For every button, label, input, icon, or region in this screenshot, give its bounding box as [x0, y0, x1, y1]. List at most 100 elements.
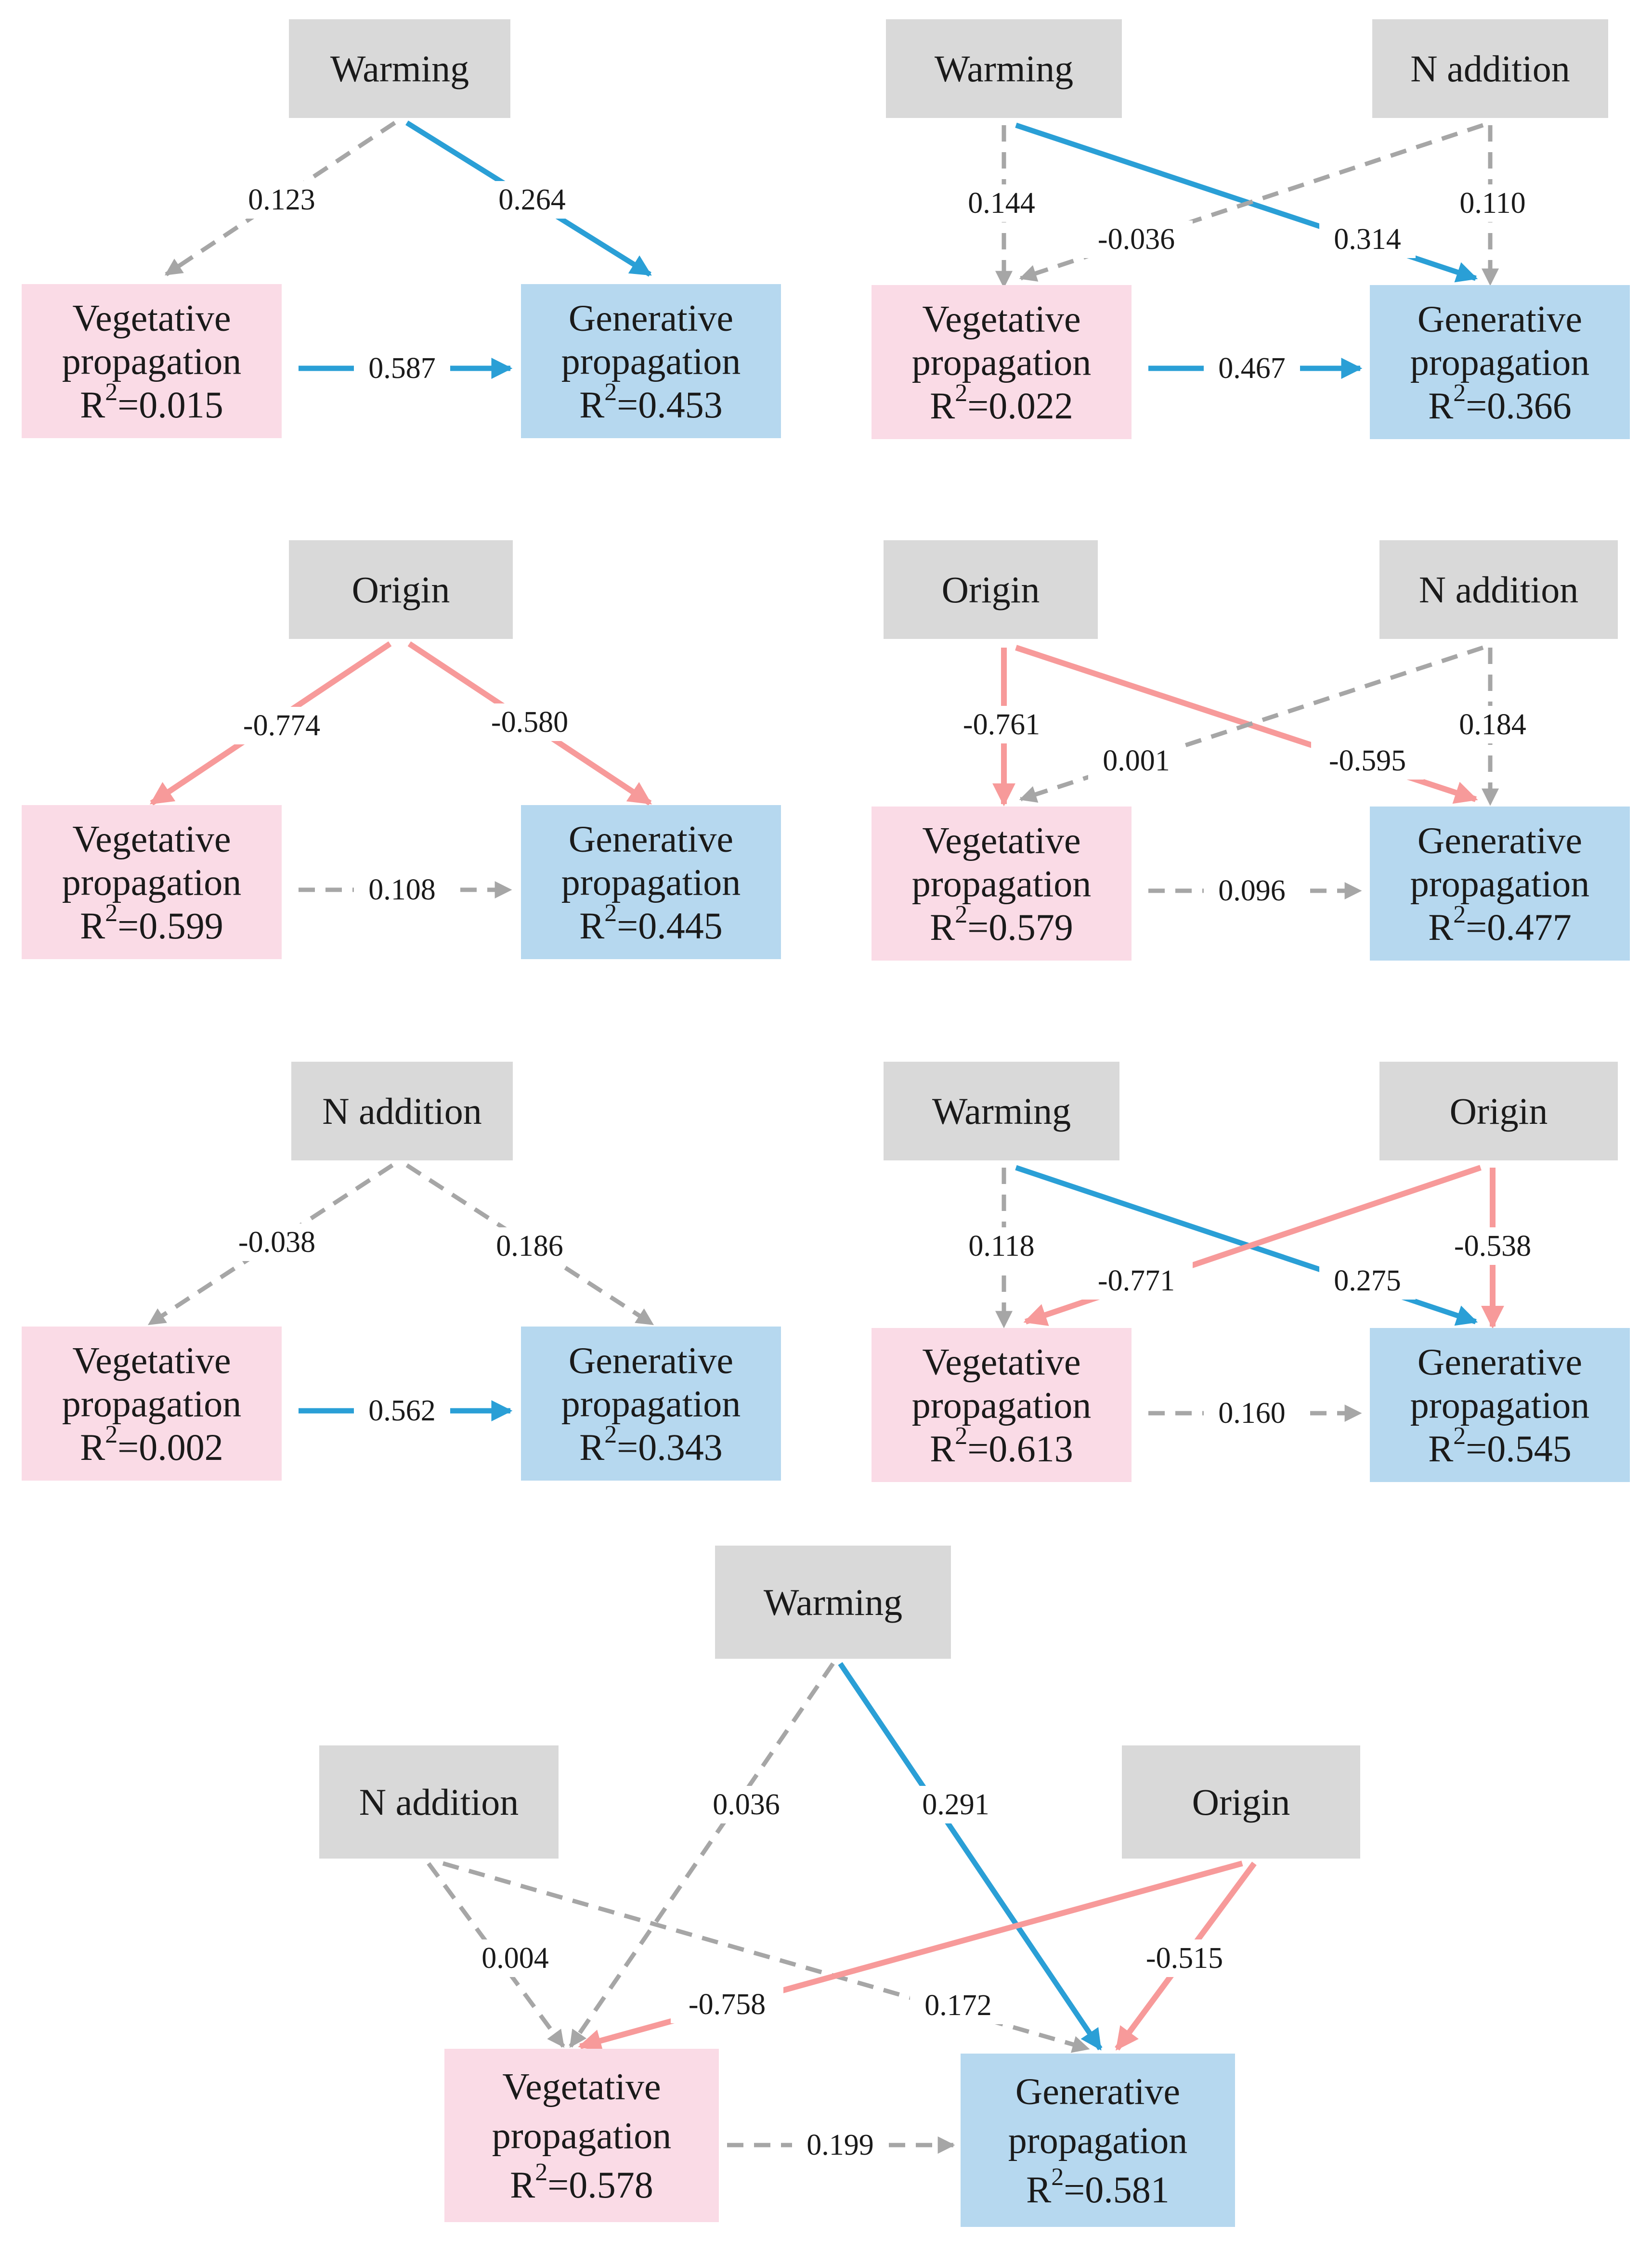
warming-node: Warming — [884, 1062, 1119, 1160]
coefficient-label-background — [484, 181, 580, 219]
n-addition-node: N addition — [1379, 540, 1618, 639]
r-squared-value: R2=0.453 — [579, 378, 723, 426]
node-subtitle: propagation — [62, 1383, 242, 1425]
coefficient-label-background — [1204, 872, 1300, 910]
coefficient-label-background — [908, 1786, 1004, 1823]
origin-node: Origin — [884, 540, 1098, 639]
node-title: Generative — [569, 297, 733, 339]
node-title: Vegetative — [72, 297, 231, 339]
r-squared-value: R2=0.445 — [579, 899, 723, 947]
path-coefficient: 0.036 — [713, 1788, 780, 1821]
node-subtitle: propagation — [1410, 863, 1590, 905]
warming-node: Warming — [715, 1546, 951, 1659]
path-coefficient: -0.758 — [689, 1988, 766, 2021]
coefficient-label-background — [953, 1227, 1050, 1265]
coefficient-label-background — [221, 1223, 333, 1261]
node-box — [1372, 19, 1608, 118]
node-title: Vegetative — [72, 1340, 231, 1381]
coefficient-label-background — [467, 1939, 563, 1977]
driver-label: Origin — [942, 569, 1040, 611]
node-box — [22, 805, 282, 959]
node-box — [1379, 540, 1618, 639]
r-squared-value: R2=0.578 — [510, 2159, 653, 2206]
n-addition-node: N addition — [1372, 19, 1608, 118]
path-coefficient: 0.184 — [1459, 708, 1526, 741]
path-coefficient: 0.275 — [1334, 1264, 1401, 1297]
node-subtitle: propagation — [492, 2115, 672, 2157]
r-squared-value: R2=0.015 — [80, 378, 223, 426]
path-coefficient: 0.118 — [968, 1230, 1034, 1262]
node-subtitle: propagation — [62, 340, 242, 382]
node-box — [22, 1327, 282, 1481]
path-coefficient: -0.580 — [491, 706, 568, 739]
n-addition-node: N addition — [319, 1745, 559, 1859]
diagram-panel-p3: -0.774-0.5800.108OriginVegetativepropaga… — [22, 540, 781, 959]
path-coefficient: 0.199 — [806, 2129, 874, 2161]
r-squared-value: R2=0.343 — [579, 1421, 723, 1468]
coefficient-label-background — [354, 871, 450, 909]
node-title: Vegetative — [502, 2066, 661, 2108]
path-coefficient: 0.264 — [498, 183, 566, 216]
path-coefficient: 0.004 — [481, 1942, 549, 1975]
path-coefficient: 0.096 — [1218, 874, 1286, 907]
node-title: Generative — [569, 1340, 733, 1381]
path-coefficient: 0.110 — [1459, 187, 1525, 220]
path-coefficient: 0.123 — [248, 183, 315, 216]
origin-node: Origin — [1122, 1745, 1360, 1859]
driver-label: N addition — [359, 1781, 519, 1823]
coefficient-label-background — [354, 1392, 450, 1430]
node-box — [1370, 807, 1630, 961]
node-box — [872, 1328, 1132, 1482]
path-coefficient: -0.761 — [963, 708, 1040, 741]
coefficient-label-background — [698, 1786, 794, 1823]
node-subtitle: propagation — [1410, 341, 1590, 383]
node-title: Generative — [1418, 1341, 1582, 1383]
node-subtitle: propagation — [912, 1384, 1092, 1426]
coefficient-label-background — [1319, 1262, 1416, 1300]
driver-label: Warming — [764, 1581, 902, 1623]
node-title: Vegetative — [72, 818, 231, 860]
driver-label: Warming — [935, 48, 1073, 90]
coefficient-label-background — [1444, 184, 1541, 222]
coefficient-label-background — [234, 181, 330, 219]
node-title: Vegetative — [922, 820, 1080, 861]
node-box — [1122, 1745, 1360, 1859]
n-addition-node: N addition — [291, 1062, 513, 1160]
path-coefficient: 0.314 — [1334, 223, 1401, 256]
node-title: Vegetative — [922, 1341, 1080, 1383]
node-box — [884, 540, 1098, 639]
driver-label: Warming — [330, 48, 469, 90]
r-squared-value: R2=0.599 — [80, 899, 223, 947]
coefficient-label-background — [945, 706, 1058, 743]
node-box — [444, 2049, 719, 2222]
node-subtitle: propagation — [912, 863, 1092, 905]
node-subtitle: propagation — [1008, 2120, 1188, 2161]
path-coefficient: -0.774 — [243, 709, 320, 742]
node-box — [715, 1546, 951, 1659]
node-subtitle: propagation — [62, 861, 242, 903]
coefficient-label-background — [1436, 1227, 1549, 1265]
path-coefficient: -0.038 — [238, 1226, 315, 1259]
r-squared-value: R2=0.022 — [930, 379, 1073, 427]
coefficient-label-background — [1080, 221, 1193, 258]
node-box — [886, 19, 1122, 118]
driver-label: N addition — [1419, 569, 1578, 611]
path-coefficient: 0.291 — [922, 1788, 989, 1821]
node-box — [319, 1745, 559, 1859]
node-box — [289, 19, 510, 118]
node-box — [291, 1062, 513, 1160]
